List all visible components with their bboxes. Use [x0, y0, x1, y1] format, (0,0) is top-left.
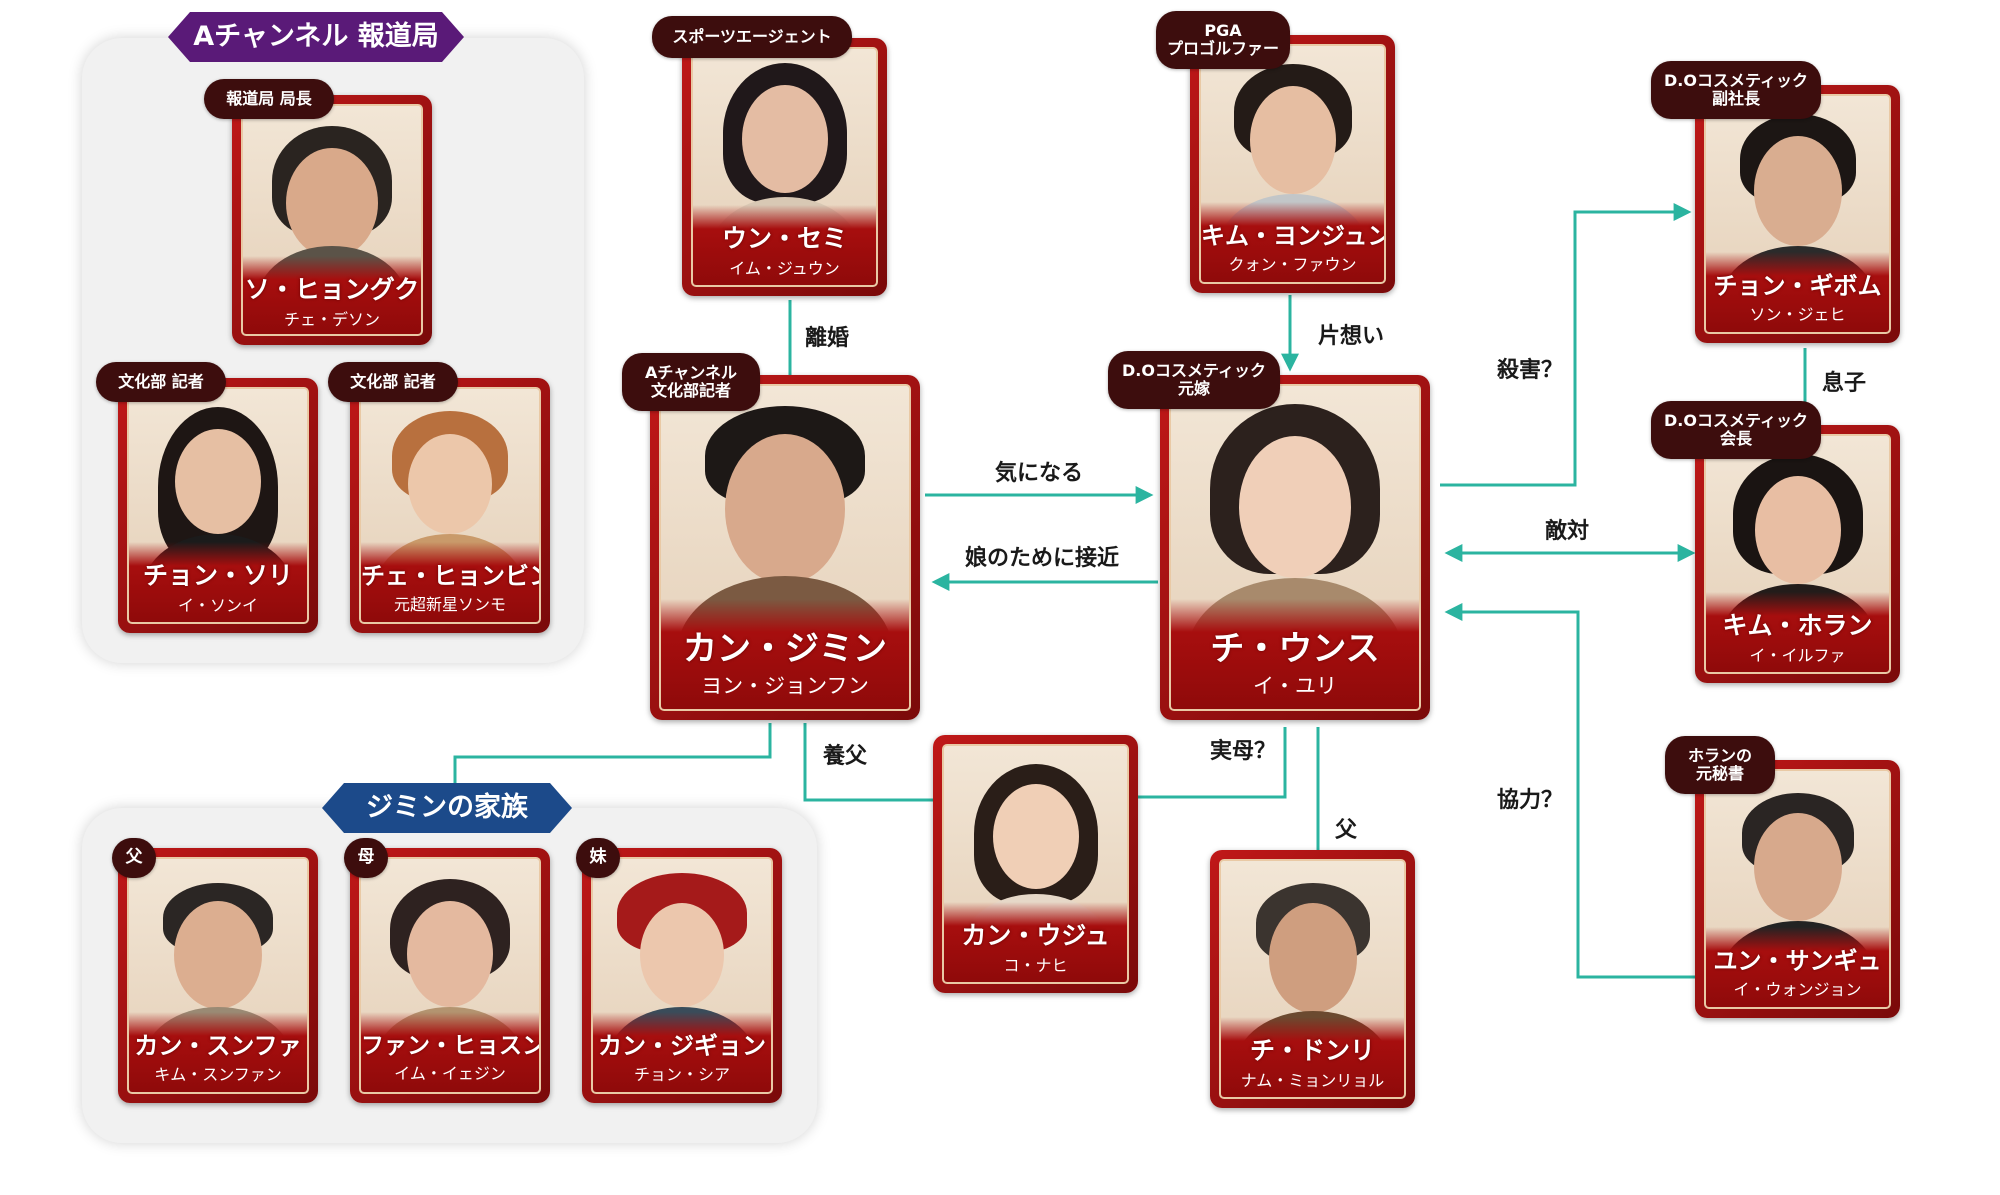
role-line: PGA: [1204, 20, 1242, 40]
role-line: 文化部記者: [650, 381, 731, 400]
character-name: ソ・ヒョングク: [244, 275, 420, 304]
character-card-jeong-gibom[interactable]: チョン・ギボム ソン・ジェヒ D.Oコスメティック 副社長: [1651, 61, 1900, 343]
character-name: カン・ウジュ: [961, 921, 1110, 950]
actor-name: イム・ジュウン: [729, 259, 840, 278]
character-card-jeong-sori[interactable]: チョン・ソリ イ・ソンイ 文化部 記者: [96, 362, 318, 633]
character-name: チョン・ギボム: [1713, 272, 1882, 300]
role-tag: 母: [344, 838, 388, 878]
actor-name: ヨン・ジョンフン: [701, 674, 869, 698]
relation-son: 息子: [1822, 371, 1867, 396]
actor-name: イム・イェジン: [394, 1064, 506, 1083]
role-line: 副社長: [1711, 89, 1760, 108]
character-name: ファン・ヒョスン: [361, 1033, 541, 1059]
line-family: [453, 723, 772, 790]
character-name: キム・ホラン: [1722, 611, 1873, 640]
role-tag: Aチャンネル 文化部記者: [622, 353, 760, 411]
relation-unrequited: 片想い: [1318, 324, 1385, 349]
relation-father: 父: [1335, 818, 1358, 843]
arrow-cooperate: [1444, 603, 1700, 979]
role-tag: 妹: [576, 838, 620, 878]
role-line: D.Oコスメティック: [1663, 70, 1808, 90]
arrow-murder: [1440, 203, 1692, 487]
role-line: Aチャンネル: [645, 362, 737, 382]
relation-cooperate: 協力？: [1497, 788, 1564, 813]
character-name: キム・ヨンジュン: [1201, 222, 1386, 250]
role-line: ホランの: [1687, 745, 1752, 765]
relation-real-mother: 実母？: [1210, 739, 1277, 764]
character-card-sister[interactable]: カン・ジギョン チョン・シア 妹: [576, 838, 782, 1103]
actor-name: チェ・デソン: [283, 310, 380, 329]
character-name: カン・スンファ: [134, 1032, 302, 1060]
actor-name: イ・ソンイ: [177, 596, 258, 615]
relation-foster-father: 養父: [823, 744, 868, 769]
relation-for-daughter: 娘のために接近: [965, 546, 1120, 571]
group-banner-family: ジミンの家族: [322, 783, 572, 833]
role-tag: 報道局 局長: [204, 79, 334, 119]
character-card-kang-uju[interactable]: カン・ウジュ コ・ナヒ: [933, 735, 1138, 993]
character-card-kim-horan[interactable]: キム・ホラン イ・イルファ D.Oコスメティック 会長: [1651, 401, 1900, 683]
relation-divorce: 離婚: [805, 326, 850, 351]
character-name: チ・ウンス: [1210, 629, 1380, 669]
role-tag: 父: [112, 838, 156, 878]
character-name: チェ・ヒョンビン: [361, 562, 541, 590]
character-card-ji-eunsu[interactable]: チ・ウンス イ・ユリ D.Oコスメティック 元嫁: [1108, 351, 1430, 720]
role-line: D.Oコスメティック: [1121, 360, 1266, 380]
actor-name: イ・ユリ: [1253, 674, 1337, 698]
role-tag: PGA プロゴルファー: [1156, 11, 1290, 69]
actor-name: クォン・ファウン: [1228, 255, 1357, 274]
character-card-kang-jimin[interactable]: カン・ジミン ヨン・ジョンフン Aチャンネル 文化部記者: [622, 353, 920, 720]
character-name: カン・ジミン: [683, 629, 887, 669]
line-real-mother: [1138, 727, 1287, 799]
actor-name: 元超新星ソンモ: [393, 595, 506, 614]
actor-name: ナム・ミョンリョル: [1240, 1071, 1385, 1090]
character-name: カン・ジギョン: [598, 1032, 766, 1060]
role-line: プロゴルファー: [1166, 39, 1279, 58]
relation-rival: 敵対: [1545, 519, 1590, 544]
character-card-kim-yj[interactable]: キム・ヨンジュン クォン・ファウン PGA プロゴルファー: [1156, 11, 1395, 293]
character-card-choi[interactable]: チェ・ヒョンビン 元超新星ソンモ 文化部 記者: [328, 362, 550, 633]
relation-murder: 殺害？: [1497, 358, 1564, 383]
actor-name: イ・ウォンジョン: [1733, 980, 1862, 999]
group-banner-channel: Aチャンネル 報道局: [168, 12, 464, 62]
role-line: 元嫁: [1177, 379, 1210, 398]
role-tag: 文化部 記者: [328, 362, 458, 402]
role-tag: D.Oコスメティック 副社長: [1651, 61, 1821, 119]
actor-name: コ・ナヒ: [1003, 956, 1068, 975]
actor-name: ソン・ジェヒ: [1749, 305, 1846, 324]
character-name: チョン・ソリ: [142, 561, 293, 590]
character-card-un[interactable]: ウン・セミ イム・ジュウン スポーツエージェント: [652, 16, 887, 296]
character-name: チ・ドンリ: [1249, 1036, 1375, 1065]
role-line: 元秘書: [1695, 764, 1744, 783]
role-line: D.Oコスメティック: [1663, 410, 1808, 430]
character-card-so[interactable]: ソ・ヒョングク チェ・デソン 報道局 局長: [204, 79, 432, 345]
character-name: ユン・サンギュ: [1713, 947, 1882, 975]
role-tag: ホランの 元秘書: [1665, 736, 1775, 794]
character-card-father[interactable]: カン・スンファ キム・スンファン 父: [112, 838, 318, 1103]
actor-name: キム・スンファン: [154, 1065, 282, 1084]
character-card-yun[interactable]: ユン・サンギュ イ・ウォンジョン ホランの 元秘書: [1665, 736, 1900, 1018]
role-tag: D.Oコスメティック 会長: [1651, 401, 1821, 459]
role-tag: D.Oコスメティック 元嫁: [1108, 351, 1280, 409]
relation-curious: 気になる: [995, 461, 1084, 486]
role-tag: 文化部 記者: [96, 362, 226, 402]
actor-name: チョン・シア: [633, 1065, 730, 1084]
character-card-ji-donri[interactable]: チ・ドンリ ナム・ミョンリョル: [1210, 850, 1415, 1108]
character-card-mother[interactable]: ファン・ヒョスン イム・イェジン 母: [344, 838, 550, 1103]
actor-name: イ・イルファ: [1749, 646, 1846, 665]
line-foster-father: [803, 723, 940, 802]
role-line: 会長: [1719, 429, 1752, 448]
role-tag: スポーツエージェント: [652, 16, 852, 58]
character-name: ウン・セミ: [721, 224, 847, 253]
